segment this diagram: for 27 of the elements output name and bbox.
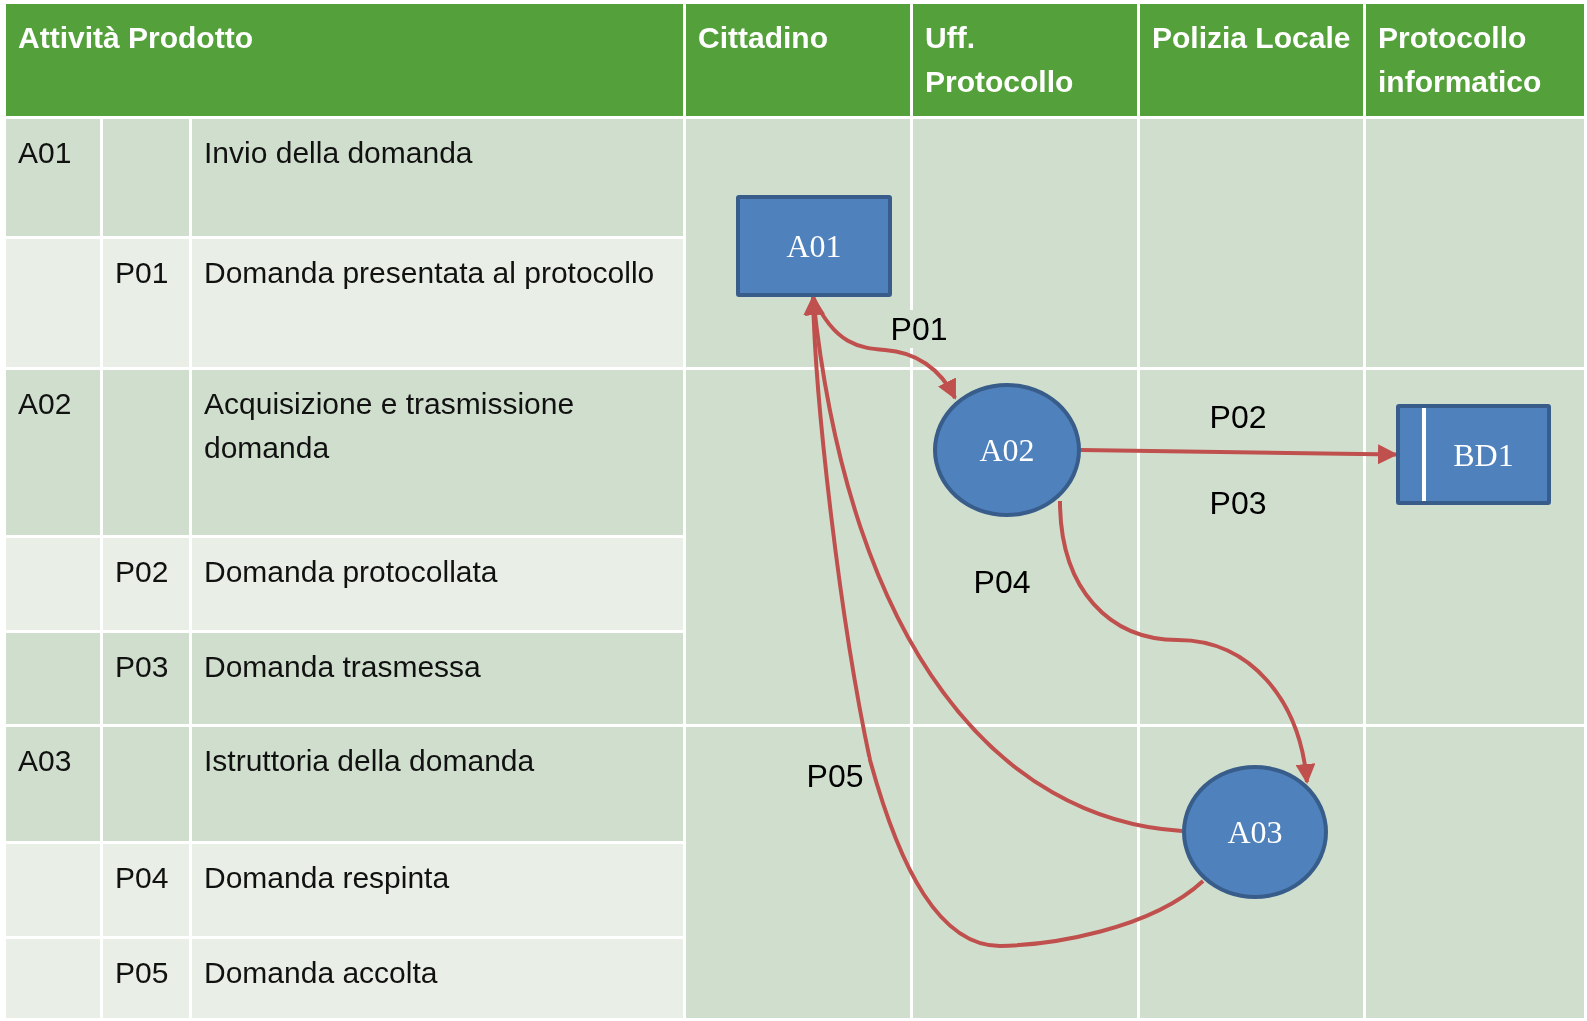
table-cell: Domanda accolta <box>192 939 686 1021</box>
column-header: Polizia Locale <box>1140 4 1366 116</box>
table-cell: P02 <box>103 538 192 633</box>
table-cell: A01 <box>6 119 103 239</box>
table-cell: Domanda protocollata <box>192 538 686 633</box>
table-cell: P03 <box>103 633 192 727</box>
data-store-box: BD1 <box>1396 404 1551 505</box>
arrow <box>1080 444 1398 465</box>
table-cell: Domanda presentata al protocollo <box>192 239 686 370</box>
table-cell: P01 <box>103 239 192 370</box>
column-header: Attività Prodotto <box>6 4 686 116</box>
table-cell: Invio della domanda <box>192 119 686 239</box>
arrow <box>803 295 1205 948</box>
table-cell: Domanda trasmessa <box>192 633 686 727</box>
table-cell: Istruttoria della domanda <box>192 727 686 844</box>
flow-label: P03 <box>1209 484 1267 522</box>
table-cell: A02 <box>6 370 103 538</box>
arrow <box>1058 500 1315 784</box>
table-cell: P05 <box>103 939 192 1021</box>
column-header: Protocollo informatico <box>1366 4 1587 116</box>
table-cell: A03 <box>6 727 103 844</box>
process-box: A01 <box>736 195 892 297</box>
column-header: Cittadino <box>686 4 913 116</box>
table-cell: P04 <box>103 844 192 939</box>
column-header: Uff. Protocollo <box>913 4 1140 116</box>
table-cell: Domanda respinta <box>192 844 686 939</box>
table-cell: Acquisizione e trasmissione domanda <box>192 370 686 538</box>
